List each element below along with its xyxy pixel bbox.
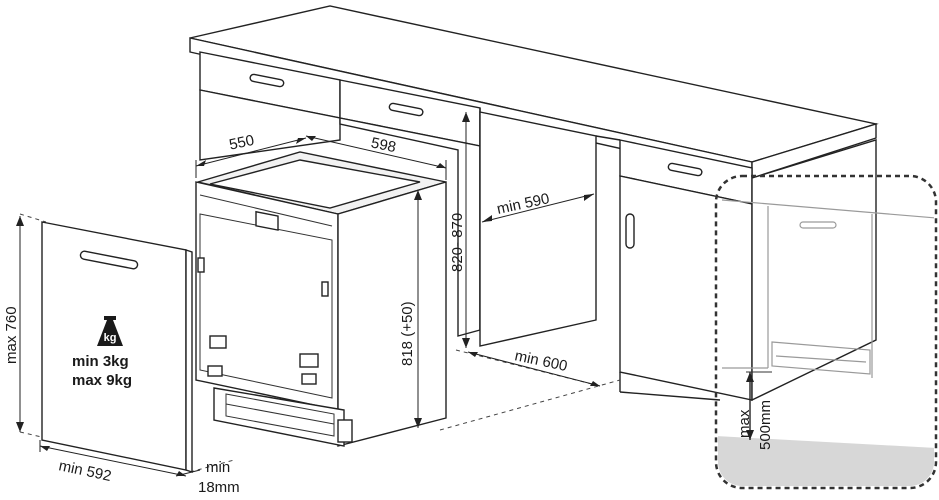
dimension-lines (16, 112, 601, 477)
dishwasher (195, 151, 447, 447)
dim-door-height: max 760 (3, 306, 20, 364)
weight-icon-label: kg (104, 332, 117, 344)
weight-kg-icon: kg (97, 316, 123, 346)
handle-icon (249, 73, 285, 88)
dim-appliance-height: 818 (+50) (399, 301, 416, 366)
dim-cabinet-depth: 550 (228, 132, 256, 154)
dim-niche-height: 820- 870 (449, 213, 466, 272)
dim-opening-width: 598 (369, 134, 397, 156)
plinth-label-1: max (736, 409, 753, 438)
handle-icon (388, 102, 424, 117)
door-weight-max: max 9kg (72, 372, 132, 389)
plinth-callout: max 500mm (714, 174, 938, 490)
door-weight-min: min 3kg (72, 353, 129, 370)
handle-icon (79, 250, 139, 270)
dim-door-thickness-2: 18mm (198, 479, 240, 496)
dim-door-thickness-1: min (206, 459, 230, 476)
handle-icon (667, 162, 703, 177)
dim-door-width: min 592 (57, 457, 113, 485)
door-panel (41, 221, 193, 473)
handle-icon (625, 213, 635, 249)
plinth-label-2: 500mm (757, 400, 774, 450)
